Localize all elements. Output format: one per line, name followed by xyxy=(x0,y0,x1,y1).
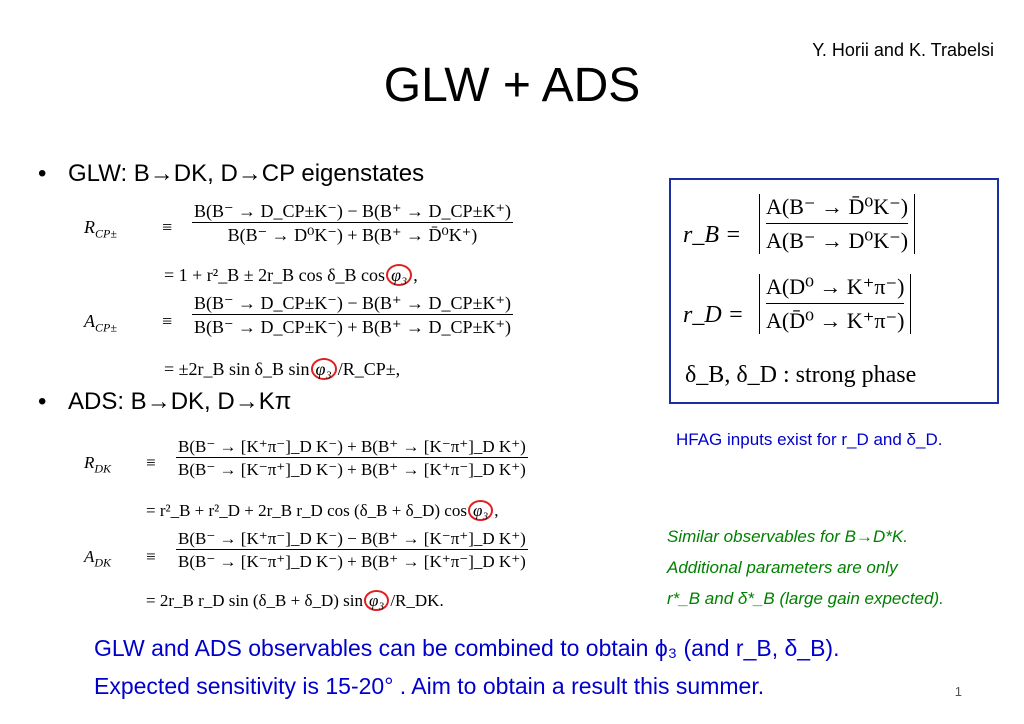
equiv-sign: ≡ xyxy=(162,217,173,237)
bullet-dot: • xyxy=(38,160,47,187)
slide-title: GLW + ADS xyxy=(383,59,641,112)
page-number: 1 xyxy=(954,684,962,699)
definitions-box: r_B = A(B⁻ → D̄⁰K⁻) A(B⁻ → D⁰K⁻) r_D = A… xyxy=(669,178,999,404)
bullet-glw: • GLW: B→DK, D→CP eigenstates xyxy=(38,160,424,188)
ads-fraction-1: B(B⁻ → [K⁺π⁻]_D K⁻) + B(B⁺ → [K⁻π⁺]_D K⁺… xyxy=(176,438,528,478)
similar-note-line2: Additional parameters are only xyxy=(667,558,898,577)
equiv-sign: ≡ xyxy=(146,547,156,566)
ads-line2: = r²_B + r²_D + 2r_B r_D cos (δ_B + δ_D)… xyxy=(146,500,499,521)
bullet-ads: • ADS: B→DK, D→Kπ xyxy=(38,388,291,416)
similar-note-line1: Similar observables for B→D*K. xyxy=(667,527,908,546)
bullet-ads-text: ADS: B→DK, D→Kπ xyxy=(68,388,292,415)
rd-abs: A(D⁰ → K⁺π⁻) A(D̄⁰ → K⁺π⁻) xyxy=(759,274,912,334)
glw-acp-lhs: ACP± xyxy=(84,311,117,335)
ads-den1: B(B⁻ → [K⁻π⁺]_D K⁻) + B(B⁺ → [K⁺π⁻]_D K⁺… xyxy=(178,460,526,479)
ads-fraction-2: B(B⁻ → [K⁺π⁻]_D K⁻) − B(B⁺ → [K⁻π⁺]_D K⁺… xyxy=(176,530,528,570)
rb-abs: A(B⁻ → D̄⁰K⁻) A(B⁻ → D⁰K⁻) xyxy=(759,194,916,254)
rd-num: A(D⁰ → K⁺π⁻) xyxy=(766,274,905,304)
phi3-circled: φ₃ xyxy=(310,358,337,380)
bullet-dot: • xyxy=(38,388,47,415)
glw-equations: RCP± ≡ B(B⁻ → D_CP±K⁻) − B(B⁺ → D_CP±K⁺)… xyxy=(84,202,624,382)
phi3-circled: φ₃ xyxy=(364,590,390,611)
phi3-circled: φ₃ xyxy=(467,500,494,521)
glw-den1: B(B⁻ → D⁰K⁻) + B(B⁺ → D̄⁰K⁺) xyxy=(227,225,478,245)
rd-den: A(D̄⁰ → K⁺π⁻) xyxy=(766,308,905,333)
footer-line2: Expected sensitivity is 15-20° . Aim to … xyxy=(94,673,765,699)
footer-line1: GLW and ADS observables can be combined … xyxy=(94,635,840,661)
hfag-note: HFAG inputs exist for r_D and δ_D. xyxy=(676,430,943,449)
phi3-circled: φ₃ xyxy=(386,264,413,286)
rb-lhs: r_B = xyxy=(683,222,742,248)
ads-num1: B(B⁻ → [K⁺π⁻]_D K⁻) + B(B⁺ → [K⁻π⁺]_D K⁺… xyxy=(176,437,528,458)
ads-rdk-lhs: RDK xyxy=(84,453,112,476)
similar-note: Similar observables for B→D*K. Additiona… xyxy=(667,521,944,614)
rb-num: A(B⁻ → D̄⁰K⁻) xyxy=(766,194,909,224)
glw-den2: B(B⁻ → D_CP±K⁻) + B(B⁺ → D_CP±K⁺) xyxy=(194,317,511,337)
ads-adk-lhs: ADK xyxy=(84,547,112,570)
authors: Y. Horii and K. Trabelsi xyxy=(812,40,994,60)
footer-text: GLW and ADS observables can be combined … xyxy=(94,629,839,705)
rb-den: A(B⁻ → D⁰K⁻) xyxy=(766,228,909,253)
ads-den2: B(B⁻ → [K⁻π⁺]_D K⁻) + B(B⁺ → [K⁺π⁻]_D K⁺… xyxy=(178,552,526,571)
glw-rcp-lhs: RCP± xyxy=(84,217,117,241)
ads-num2: B(B⁻ → [K⁺π⁻]_D K⁻) − B(B⁺ → [K⁻π⁺]_D K⁺… xyxy=(176,529,528,550)
strong-phase-text: δ_B, δ_D : strong phase xyxy=(685,362,917,388)
glw-fraction-1: B(B⁻ → D_CP±K⁻) − B(B⁺ → D_CP±K⁺) B(B⁻ →… xyxy=(192,202,513,244)
rd-lhs: r_D = xyxy=(683,302,744,328)
glw-num2: B(B⁻ → D_CP±K⁻) − B(B⁺ → D_CP±K⁺) xyxy=(192,293,513,315)
glw-num1: B(B⁻ → D_CP±K⁻) − B(B⁺ → D_CP±K⁺) xyxy=(192,201,513,223)
equiv-sign: ≡ xyxy=(146,453,156,472)
equiv-sign: ≡ xyxy=(162,311,173,331)
bullet-glw-text: GLW: B→DK, D→CP eigenstates xyxy=(68,160,425,187)
glw-fraction-2: B(B⁻ → D_CP±K⁻) − B(B⁺ → D_CP±K⁺) B(B⁻ →… xyxy=(192,294,513,336)
similar-note-line3: r*_B and δ*_B (large gain expected). xyxy=(667,589,944,608)
ads-equations: RDK ≡ B(B⁻ → [K⁺π⁻]_D K⁻) + B(B⁺ → [K⁻π⁺… xyxy=(84,438,644,618)
